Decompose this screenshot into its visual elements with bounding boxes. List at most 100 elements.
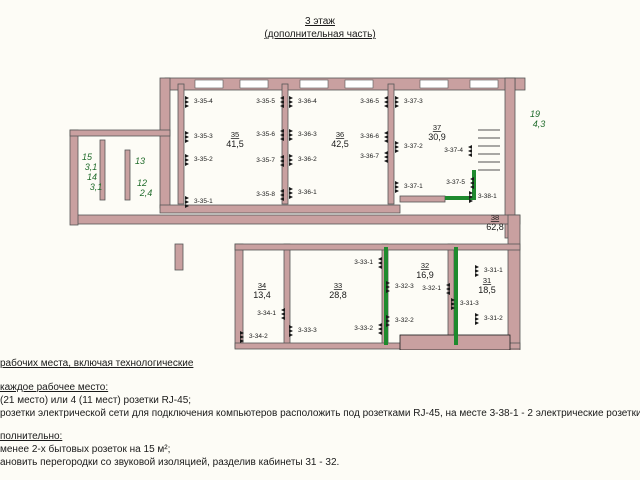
wall-segment — [159, 77, 171, 209]
socket-marker — [386, 285, 390, 289]
socket-label: 3-31-1 — [484, 267, 503, 274]
room-number: 37 — [433, 123, 441, 132]
socket-label: 3-36-2 — [298, 156, 317, 163]
socket-marker — [289, 158, 293, 162]
socket-label: 3-36-1 — [298, 189, 317, 196]
socket-marker — [475, 317, 479, 321]
socket-marker — [289, 100, 293, 104]
window — [194, 79, 224, 89]
socket-marker — [446, 287, 450, 291]
socket-marker — [384, 135, 388, 139]
socket-marker — [289, 96, 293, 100]
socket-marker — [469, 195, 473, 199]
wall-segment — [174, 243, 184, 271]
socket-label: 3-35-7 — [256, 157, 275, 164]
wall-segment — [281, 83, 289, 205]
green-partition — [445, 196, 475, 200]
small-room-area: 2,4 — [139, 188, 153, 198]
room-area: 62,8 — [486, 222, 504, 232]
socket-marker — [451, 306, 455, 310]
socket-marker — [185, 139, 189, 143]
socket-marker — [475, 269, 479, 273]
socket-marker — [280, 96, 284, 100]
wall-segment — [514, 77, 526, 91]
socket-label: 3-35-3 — [194, 133, 213, 140]
socket-marker — [185, 204, 189, 208]
socket-label: 3-33-2 — [354, 325, 373, 332]
green-partition — [384, 247, 388, 345]
socket-label: 3-37-5 — [446, 179, 465, 186]
walls — [69, 77, 526, 350]
socket-label: 3-36-4 — [298, 98, 317, 105]
socket-marker — [395, 181, 399, 185]
room-number: 35 — [231, 130, 239, 139]
socket-marker — [378, 327, 382, 331]
socket-marker — [395, 104, 399, 108]
room-number: 33 — [334, 281, 342, 290]
socket-marker — [378, 261, 382, 265]
socket-marker — [289, 329, 293, 333]
plan-title: 3 этаж — [305, 16, 335, 27]
socket-marker — [281, 308, 285, 312]
socket-marker — [395, 189, 399, 193]
socket-marker — [475, 265, 479, 269]
socket-label: 3-33-1 — [354, 259, 373, 266]
room-area: 16,9 — [416, 270, 434, 280]
socket-marker — [384, 139, 388, 143]
wall-segment — [399, 195, 446, 203]
socket-label: 3-35-5 — [256, 98, 275, 105]
wall-segment — [234, 342, 521, 350]
room-number: 31 — [483, 276, 491, 285]
socket-marker — [470, 185, 474, 189]
wall-segment — [74, 214, 521, 225]
room-area: 42,5 — [331, 139, 349, 149]
socket-marker — [289, 325, 293, 329]
socket-marker — [378, 323, 382, 327]
room-number: 38 — [491, 213, 499, 222]
socket-marker — [475, 313, 479, 317]
socket-label: 3-36-3 — [298, 131, 317, 138]
socket-marker — [468, 149, 472, 153]
socket-marker — [475, 321, 479, 325]
socket-marker — [378, 265, 382, 269]
socket-label: 3-32-2 — [395, 317, 414, 324]
socket-marker — [289, 154, 293, 158]
socket-marker — [185, 96, 189, 100]
socket-marker — [395, 141, 399, 145]
socket-label: 3-31-2 — [484, 315, 503, 322]
socket-label: 3-34-1 — [257, 310, 276, 317]
socket-marker — [384, 159, 388, 163]
socket-marker — [281, 312, 285, 316]
socket-marker — [185, 131, 189, 135]
socket-marker — [280, 193, 284, 197]
socket-marker — [289, 133, 293, 137]
small-room-area: 3,1 — [90, 182, 103, 192]
room-number: 34 — [258, 281, 266, 290]
socket-marker — [280, 133, 284, 137]
socket-marker — [395, 149, 399, 153]
wall-segment — [447, 243, 455, 349]
socket-marker — [386, 315, 390, 319]
window — [299, 79, 329, 89]
note-household-sockets: менее 2-х бытовых розеток на 15 м²; — [0, 444, 171, 455]
socket-marker — [475, 273, 479, 277]
room-number: 36 — [336, 130, 344, 139]
socket-label: 3-37-4 — [444, 147, 463, 154]
socket-marker — [185, 196, 189, 200]
socket-marker — [384, 100, 388, 104]
socket-marker — [289, 187, 293, 191]
room-area: 18,5 — [478, 285, 496, 295]
socket-marker — [289, 162, 293, 166]
socket-label: 3-35-4 — [194, 98, 213, 105]
socket-marker — [446, 291, 450, 295]
socket-marker — [185, 162, 189, 166]
socket-marker — [384, 155, 388, 159]
socket-label: 3-31-3 — [460, 300, 479, 307]
small-room-area: 4,3 — [533, 119, 546, 129]
note-rj45: (21 место) или 4 (11 мест) розетки RJ-45… — [0, 395, 192, 406]
note-workplaces: рабочих места, включая технологические — [0, 358, 194, 369]
socket-marker — [280, 197, 284, 201]
socket-label: 3-36-5 — [360, 98, 379, 105]
socket-marker — [384, 131, 388, 135]
